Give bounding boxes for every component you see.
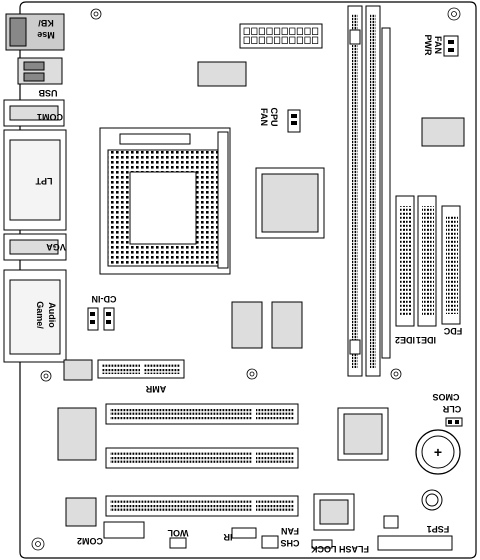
clr-cmos-label-1: CLR	[442, 404, 461, 414]
flash-lock-jumper	[311, 539, 333, 549]
atx-pin	[266, 36, 273, 44]
atx-pin	[296, 36, 303, 44]
atx-pin	[289, 36, 296, 44]
atx-pin	[274, 27, 281, 35]
com2-header	[103, 521, 145, 539]
usb-connector	[17, 57, 63, 85]
ir-header	[231, 527, 257, 539]
ide1-connector	[417, 195, 437, 327]
vga-connector	[3, 233, 67, 261]
atx-pin	[266, 27, 273, 35]
fsp1-label: FSP1	[427, 524, 450, 534]
chip-bottom-left	[65, 497, 97, 527]
pwr-fan-header	[443, 35, 459, 57]
bios-chip	[313, 493, 355, 531]
pci-slot-1	[105, 403, 299, 425]
fsp1-header	[377, 515, 453, 551]
atx-pin	[312, 36, 319, 44]
dimm-slot-1	[347, 5, 363, 377]
game-audio-label-2: Audio	[47, 302, 57, 328]
usb-label: USB	[38, 88, 58, 98]
lpt-label: LPT	[35, 176, 53, 186]
ir-label: IR	[223, 532, 233, 542]
cd-in-label: CD-IN	[92, 294, 117, 304]
vga-label: VGA	[46, 242, 66, 252]
chs-fan-header	[261, 535, 279, 549]
chip-right-top	[421, 117, 465, 147]
atx-pin	[251, 36, 258, 44]
atx-pin	[304, 27, 311, 35]
cpu-fan-label-1: CPU	[269, 107, 279, 126]
chip-pci-left	[57, 407, 97, 461]
chip-top	[197, 61, 247, 87]
atx-pin	[243, 27, 250, 35]
chip-left-small	[63, 359, 93, 381]
atx-pin	[281, 36, 288, 44]
chs-fan-label-1: CHS	[280, 538, 299, 548]
com1-label: COM1	[37, 112, 63, 122]
dimm-slot-3	[381, 27, 391, 359]
atx-power-connector	[239, 23, 323, 49]
north-bridge-chip	[255, 167, 325, 239]
atx-pin	[296, 27, 303, 35]
cmos-battery	[415, 429, 461, 475]
cpu-fan-label-2: FAN	[259, 108, 269, 126]
kb-mouse-connector	[5, 13, 65, 51]
atx-pin	[274, 36, 281, 44]
battery-plus-label: +	[434, 444, 442, 460]
com1-connector	[3, 99, 65, 127]
com2-label: COM2	[77, 536, 103, 546]
chip-middle-left	[231, 301, 263, 349]
chs-fan-label-2: FAN	[281, 526, 299, 536]
cpu-socket	[99, 127, 231, 275]
wol-header	[169, 537, 187, 549]
pci-slot-2	[105, 447, 299, 469]
chip-middle-right	[271, 301, 303, 349]
buzzer	[421, 489, 443, 511]
clr-cmos-jumper	[445, 417, 463, 427]
fdc-connector	[441, 205, 461, 325]
flash-lock-label: FLASH LOCK	[311, 544, 369, 554]
mounting-holes	[31, 7, 461, 551]
fdc-label: FDC	[443, 326, 462, 336]
clr-cmos-label-2: CMOS	[433, 392, 460, 402]
kb-mouse-label-1: KB/	[38, 18, 54, 28]
atx-pin	[251, 27, 258, 35]
kb-mouse-label-2: Mse	[37, 30, 55, 40]
wol-label: WOL	[167, 528, 188, 538]
atx-pin	[304, 36, 311, 44]
ide2-connector	[395, 195, 415, 327]
atx-pin	[258, 36, 265, 44]
pci-slot-3	[105, 495, 299, 517]
cpu-fan-header	[287, 109, 301, 133]
pwr-fan-label-2: FAN	[433, 36, 443, 54]
dimm-slot-2	[365, 5, 381, 377]
game-audio-connector	[3, 269, 67, 363]
south-bridge-chip	[337, 407, 389, 461]
game-audio-label-1: Game/	[35, 301, 45, 329]
atx-pin	[281, 27, 288, 35]
atx-pin	[312, 27, 319, 35]
ide2-label: IDE2	[395, 335, 415, 345]
ide1-label: IDE1	[416, 335, 436, 345]
atx-pin	[258, 27, 265, 35]
amr-slot	[97, 359, 185, 379]
amr-label: AMR	[145, 384, 166, 394]
cd-in-header	[87, 307, 115, 331]
atx-pin	[243, 36, 250, 44]
lpt-connector	[3, 129, 67, 231]
atx-pin	[289, 27, 296, 35]
pwr-fan-label-1: PWR	[423, 35, 433, 56]
